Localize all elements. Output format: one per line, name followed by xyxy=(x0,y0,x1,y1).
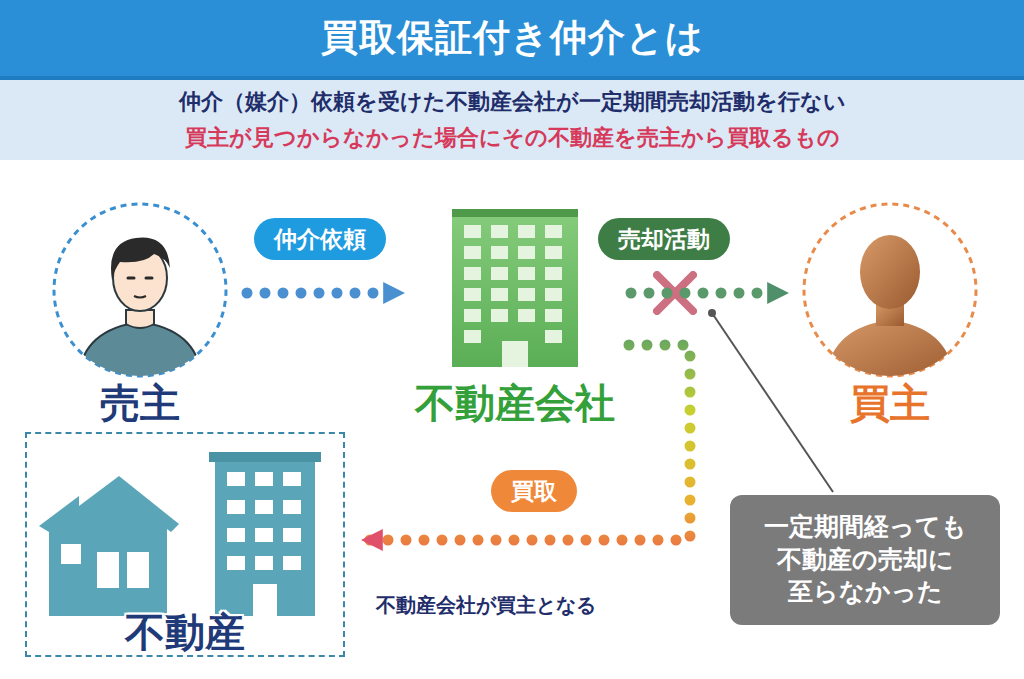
window xyxy=(545,246,562,259)
edge-label: 仲介依頼 xyxy=(254,218,386,260)
node-label: 売主 xyxy=(45,380,235,426)
sales-arrow xyxy=(631,288,787,299)
house-icon xyxy=(39,476,179,616)
window xyxy=(518,267,535,280)
window xyxy=(283,472,301,486)
window xyxy=(227,472,245,486)
window xyxy=(283,528,301,542)
window xyxy=(545,288,562,301)
window xyxy=(518,309,535,322)
request-arrow xyxy=(247,288,403,299)
edge-label: 売却活動 xyxy=(598,218,730,260)
window xyxy=(491,309,508,322)
window xyxy=(255,500,273,514)
window xyxy=(283,556,301,570)
seller-figure xyxy=(50,198,230,382)
title-text: 買取保証付き仲介とは xyxy=(321,13,704,63)
window xyxy=(464,267,481,280)
window xyxy=(491,225,508,238)
window xyxy=(255,472,273,486)
window xyxy=(227,556,245,570)
node-label: 買主が見つからなかった場合にその不動産を売主から買取るもの xyxy=(185,123,840,153)
window xyxy=(283,500,301,514)
window xyxy=(545,309,562,322)
node-label: 不動産 xyxy=(27,609,343,655)
window xyxy=(518,246,535,259)
note-label: 不動産会社が買主となる xyxy=(376,592,596,619)
window xyxy=(545,225,562,238)
window xyxy=(255,556,273,570)
description-band: 仲介（媒介）依頼を受けた不動産会社が一定期間売却活動を行ない買主が見つからなかっ… xyxy=(0,80,1024,160)
property-node: 不動産 xyxy=(25,432,345,657)
title-band: 買取保証付き仲介とは xyxy=(0,0,1024,80)
window xyxy=(491,246,508,259)
window xyxy=(518,225,535,238)
apartment-icon xyxy=(209,452,321,616)
edge-label: 買取 xyxy=(491,470,577,512)
window xyxy=(464,225,481,238)
window xyxy=(227,528,245,542)
note-text: 一定期間経っても 不動産の売却に 至らなかった xyxy=(750,511,980,609)
purchase-arrow xyxy=(363,345,690,540)
seller-node: 売主 xyxy=(45,198,235,426)
window xyxy=(255,528,273,542)
node-label: 買主 xyxy=(795,380,985,426)
company-node: 不動産会社 xyxy=(411,205,619,426)
window xyxy=(464,309,481,322)
window xyxy=(545,267,562,280)
buyer-node: 買主 xyxy=(795,198,985,426)
window xyxy=(545,330,562,343)
window xyxy=(464,288,481,301)
company-building xyxy=(418,205,612,370)
window xyxy=(464,330,481,343)
window xyxy=(227,500,245,514)
leader-line xyxy=(708,309,833,492)
buyer-figure xyxy=(800,198,980,382)
window xyxy=(491,288,508,301)
window xyxy=(491,267,508,280)
node-label: 不動産会社 xyxy=(411,380,619,426)
note-box: 一定期間経っても 不動産の売却に 至らなかった xyxy=(730,495,1000,625)
window xyxy=(518,288,535,301)
window xyxy=(464,246,481,259)
description-line: 仲介（媒介）依頼を受けた不動産会社が一定期間売却活動を行ない xyxy=(179,87,846,117)
